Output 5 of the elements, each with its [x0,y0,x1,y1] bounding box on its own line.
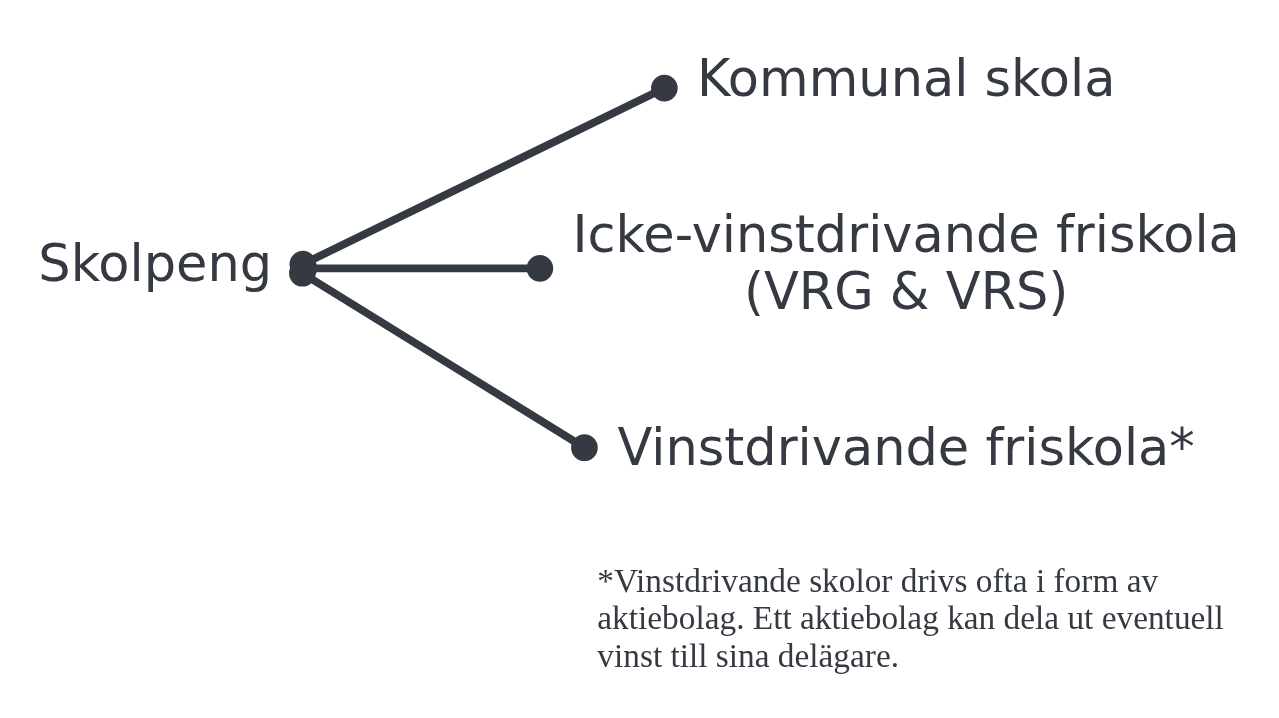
node-text: Icke-vinstdrivande friskola (VRG & VRS) [572,204,1240,321]
node-text: Kommunal skola [696,48,1116,108]
node-text: Vinstdrivande friskola* [617,417,1195,477]
label: *Vinstdrivande skolor drivs ofta i form av aktiebolag. Ett aktiebolag kan dela ut eventuell vinst till sina delägare. [597,561,1224,674]
node-text: Skolpeng [38,233,273,293]
